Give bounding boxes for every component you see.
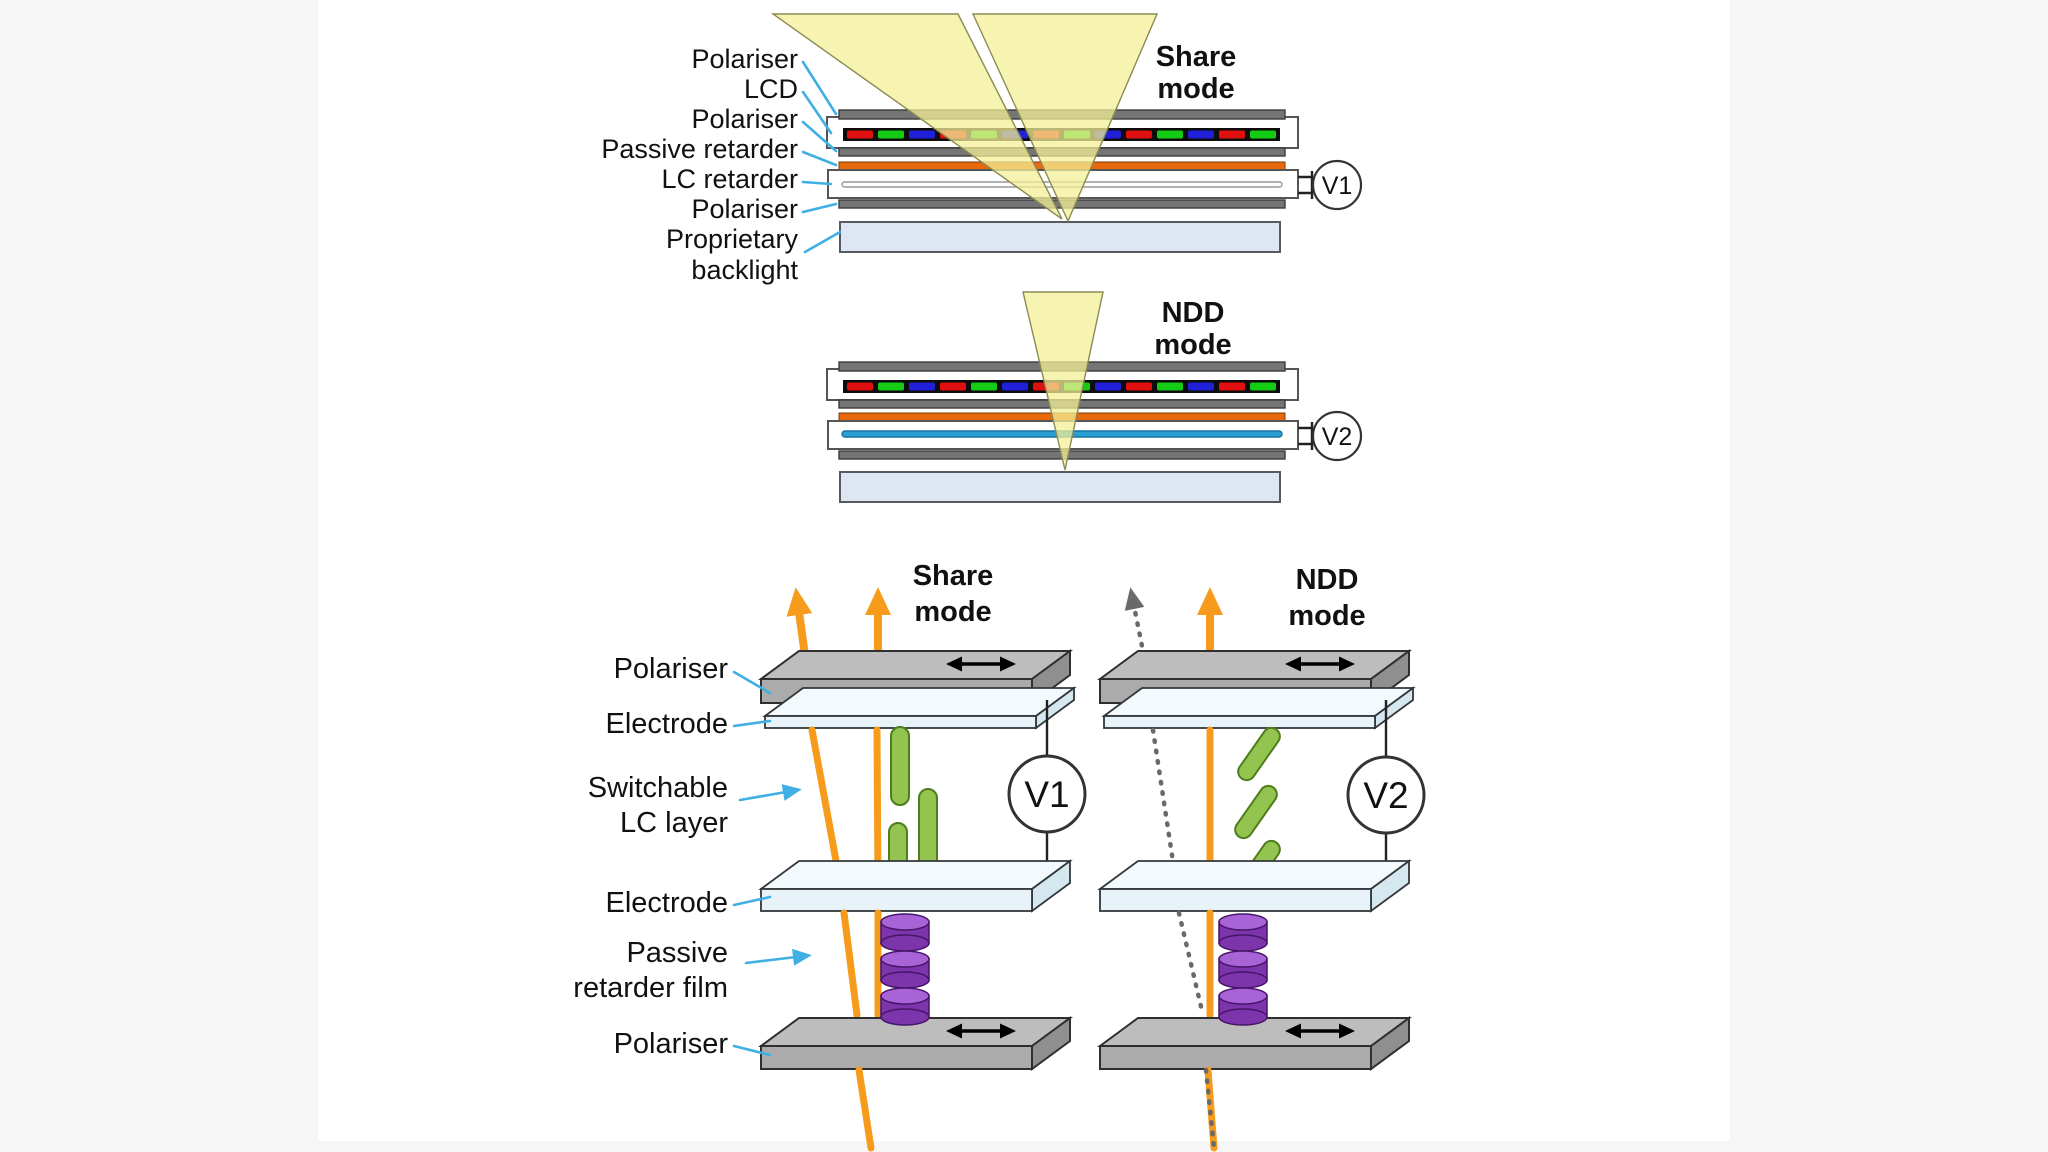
share-mode-3d-diagram: Share mode V1 — [757, 560, 1087, 1152]
v1-source-circle — [1311, 159, 1363, 211]
label-switchable: Switchable — [588, 772, 728, 804]
lc-molecule — [918, 788, 938, 872]
label-polariser-1: Polariser — [691, 44, 798, 74]
share-3d-title-line2: mode — [914, 596, 991, 628]
label-electrode-bottom: Electrode — [605, 887, 728, 919]
ray-tilted-retarder — [840, 909, 861, 1019]
ndd-mode-3d-diagram: NDD mode V2 — [1096, 564, 1426, 1152]
proprietary-backlight-bar — [839, 471, 1281, 503]
passive-retarder-disks — [1218, 913, 1268, 1026]
ndd-mode-title-line2: mode — [1154, 329, 1231, 361]
blocked-ray-retarder — [1176, 910, 1206, 1018]
layer-labels: Polariser LCD Polariser Passive retarder… — [601, 44, 798, 285]
label-retarder-film: retarder film — [573, 972, 728, 1004]
light-cone-right — [971, 13, 1159, 223]
ndd-3d-title-line1: NDD — [1296, 564, 1359, 596]
label-lc-retarder: LC retarder — [661, 164, 798, 194]
label-polariser-3: Polariser — [691, 194, 798, 224]
retarder-disk — [1218, 950, 1268, 989]
retarder-disk — [880, 950, 930, 989]
share-mode-title-line2: mode — [1157, 73, 1234, 105]
label-polariser-2: Polariser — [691, 104, 798, 134]
top-electrode-slab — [1101, 686, 1416, 730]
retarder-disk — [880, 913, 930, 952]
bottom-polariser-slab — [1096, 1016, 1413, 1071]
label-backlight: backlight — [691, 255, 798, 285]
light-cone-left — [770, 13, 1063, 220]
label-passive: Passive — [626, 937, 728, 969]
v2-meter-label: V2 — [1363, 775, 1408, 816]
retarder-disk — [880, 987, 930, 1026]
passive-retarder-disks — [880, 913, 930, 1026]
lc-molecule — [1237, 726, 1281, 782]
v2-label: V2 — [1322, 423, 1353, 451]
bottom-electrode-slab — [1097, 859, 1412, 913]
bottom-polariser-slab — [757, 1016, 1074, 1071]
v2-meter-circle — [1346, 755, 1426, 835]
proprietary-backlight-bar — [839, 221, 1281, 253]
bottom-electrode-slab — [758, 859, 1073, 913]
share-3d-title-line1: Share — [913, 560, 994, 592]
top-electrode-slab — [762, 686, 1077, 730]
label-electrode-top: Electrode — [605, 708, 728, 740]
label-polariser-top: Polariser — [614, 653, 729, 685]
page-bottom-margin — [0, 1141, 2048, 1152]
lc-molecule — [1234, 784, 1278, 840]
retarder-disk — [1218, 913, 1268, 952]
ndd-mode-cross-section: NDD mode V2 — [826, 291, 1363, 503]
incoming-ray — [855, 1066, 875, 1152]
v1-meter-label: V1 — [1024, 774, 1069, 815]
bottom-layer-labels: Polariser Electrode Switchable LC layer … — [573, 653, 812, 1060]
retarder-disk — [1218, 987, 1268, 1026]
share-mode-cross-section: Polariser LCD Polariser Passive retarder… — [601, 13, 1363, 285]
label-proprietary: Proprietary — [666, 224, 799, 254]
share-mode-title-line1: Share — [1156, 41, 1237, 73]
label-lc-layer: LC layer — [620, 807, 728, 839]
v1-meter-circle — [1007, 754, 1087, 834]
incoming-blocked-ray — [1203, 1067, 1217, 1151]
v2-source-circle — [1311, 410, 1363, 462]
label-lcd: LCD — [744, 74, 798, 104]
leader-lines — [801, 60, 842, 254]
label-passive-retarder: Passive retarder — [601, 134, 798, 164]
lc-molecule — [890, 726, 910, 806]
ndd-mode-title-line1: NDD — [1162, 297, 1225, 329]
ndd-3d-title-line2: mode — [1288, 600, 1365, 632]
label-polariser-bottom: Polariser — [614, 1028, 729, 1060]
v1-label: V1 — [1322, 172, 1353, 200]
narrow-light-cone — [1022, 291, 1104, 471]
